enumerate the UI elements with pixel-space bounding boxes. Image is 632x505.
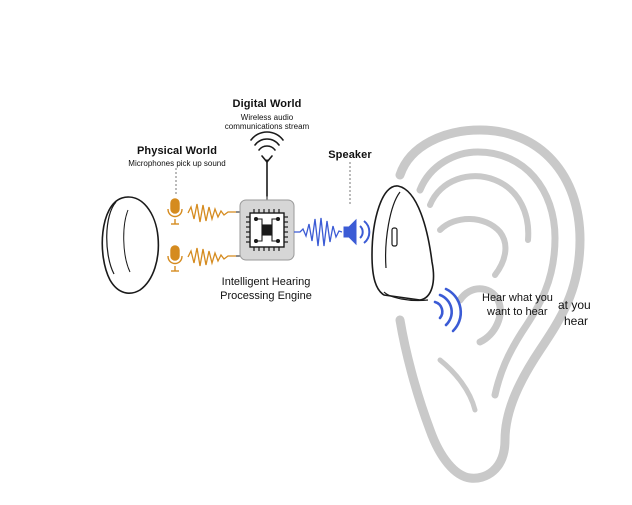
speaker-label: Speaker: [328, 149, 372, 161]
ghost-text-line2: hear: [564, 314, 589, 328]
earbud-shell: [101, 196, 160, 294]
chip-icon: [239, 199, 295, 261]
speaker-icon: [343, 218, 371, 246]
leader-lines: [175, 162, 351, 205]
ear-sound-waves: [433, 287, 463, 333]
hearing-aid-device: [371, 185, 435, 302]
digital-world-title: Digital World: [232, 98, 302, 110]
ghost-text-line1: at you: [558, 298, 591, 312]
output-label-line1: Hear what you: [482, 292, 553, 304]
engine-label-line2: Processing Engine: [220, 290, 312, 302]
digital-world-subtitle-line1: Wireless audio: [240, 113, 294, 122]
physical-world-title: Physical World: [136, 145, 218, 157]
input-sound-waves: [187, 203, 236, 267]
antenna-icon: [250, 131, 284, 197]
physical-world-subtitle: Microphones pick up sound: [128, 159, 226, 168]
ear-illustration: [395, 125, 585, 483]
engine-label-line1: Intelligent Hearing: [221, 276, 311, 288]
output-label-line2: want to hear: [487, 306, 548, 318]
chip-connectors: [236, 196, 268, 257]
digital-world-subtitle-line2: communications stream: [224, 122, 310, 131]
microphone-icon: [167, 245, 183, 272]
output-sound-wave: [294, 217, 343, 247]
microphone-icon: [167, 198, 183, 225]
